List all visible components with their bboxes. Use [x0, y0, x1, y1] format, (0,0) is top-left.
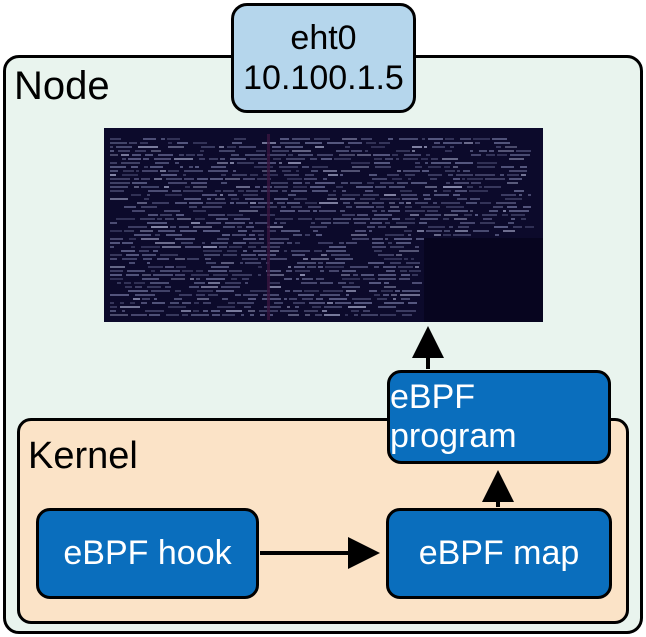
ebpf-hook-label: eBPF hook [63, 534, 232, 572]
terminal-text-lines [110, 134, 543, 322]
kernel-label: Kernel [28, 435, 138, 477]
ebpf-hook-box: eBPF hook [36, 508, 259, 599]
ebpf-map-box: eBPF map [386, 508, 612, 599]
terminal-output [104, 128, 543, 322]
interface-ip: 10.100.1.5 [243, 59, 404, 97]
ebpf-program-box: eBPF program [387, 370, 611, 464]
ebpf-map-label: eBPF map [418, 534, 580, 572]
ebpf-program-label: eBPF program [390, 378, 517, 455]
network-interface: eht0 10.100.1.5 [231, 3, 416, 113]
node-label: Node [14, 64, 110, 108]
interface-name: eht0 [290, 19, 357, 57]
